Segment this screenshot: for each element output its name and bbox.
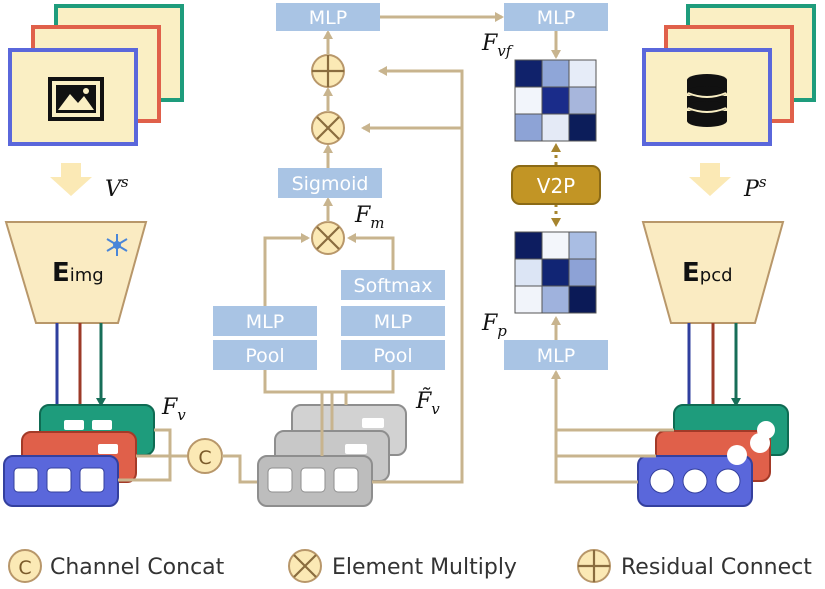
add-operator [311, 54, 345, 88]
Fvtilde-to-pool [263, 370, 395, 456]
multiply-operator-Fm [311, 221, 345, 255]
pool-block-right: Pool [341, 340, 445, 370]
image-encoder-label: Eimg [52, 258, 104, 288]
legend-add-symbol [577, 549, 611, 583]
P-arrow [689, 163, 731, 196]
legend-concat-symbol: C [8, 549, 42, 583]
mlp-block-right: MLP [341, 306, 445, 336]
svg-text:Pool: Pool [373, 345, 412, 367]
legend: C Channel Concat Element Multiply Residu… [8, 549, 812, 583]
legend-multiply-label: Element Multiply [332, 555, 517, 580]
legend-multiply-symbol [288, 549, 322, 583]
Fp-similarity-matrix [514, 231, 597, 314]
Fv-feature-stack [3, 404, 155, 507]
pointcloud-to-mlp [551, 370, 674, 484]
svg-text:C: C [18, 557, 31, 579]
svg-text:MLP: MLP [537, 345, 575, 367]
sigmoid-block: Sigmoid [278, 168, 382, 198]
multiply-operator-top [311, 111, 345, 145]
mlp-block-left: MLP [213, 306, 317, 336]
legend-concat-label: Channel Concat [50, 555, 225, 580]
mlp-block-top-left: MLP [276, 3, 380, 31]
Fp-label: Fp [481, 311, 507, 340]
concat-to-Fvtilde [222, 454, 258, 484]
snowflake-icon [106, 234, 128, 256]
legend-add-label: Residual Connect [621, 555, 812, 580]
svg-text:Softmax: Softmax [354, 275, 433, 297]
svg-text:MLP: MLP [309, 7, 347, 29]
image-icon [48, 77, 104, 121]
concat-inputs [118, 428, 187, 482]
svg-text:MLP: MLP [374, 311, 412, 333]
Fvf-similarity-matrix [514, 59, 597, 142]
pool-block-left: Pool [213, 340, 317, 370]
mlp-block-top-right: MLP [504, 3, 608, 31]
softmax-block: Softmax [341, 270, 445, 300]
database-icon [687, 74, 727, 127]
image-encoder [4, 221, 148, 324]
V-label: Vs [105, 173, 129, 202]
image-frame-stack [8, 4, 184, 146]
pointcloud-feature-stack [637, 404, 789, 507]
P-label: Ps [743, 173, 767, 202]
mlp-left-to-multiply [263, 233, 310, 306]
svg-text:Pool: Pool [245, 345, 284, 367]
mlp-block-p: MLP [504, 340, 608, 370]
Fvtilde-label: F̃v [415, 388, 440, 418]
svg-text:V2P: V2P [537, 174, 575, 198]
concat-operator: C [187, 438, 223, 474]
Fm-label: Fm [354, 203, 385, 232]
pointcloud-encoder [641, 221, 785, 324]
svg-text:MLP: MLP [246, 311, 284, 333]
Fvf-label: Fvf [481, 31, 514, 60]
Fv-label: Fv [161, 395, 186, 424]
svg-text:Sigmoid: Sigmoid [292, 173, 369, 195]
residual-path [372, 66, 464, 484]
pointcloud-frame-stack [642, 4, 816, 146]
softmax-to-multiply [347, 233, 395, 270]
svg-text:C: C [198, 447, 211, 469]
pointcloud-encoder-label: Epcd [682, 258, 733, 288]
v2p-block: V2P [511, 165, 601, 205]
V-arrow [50, 163, 92, 196]
svg-text:MLP: MLP [537, 7, 575, 29]
